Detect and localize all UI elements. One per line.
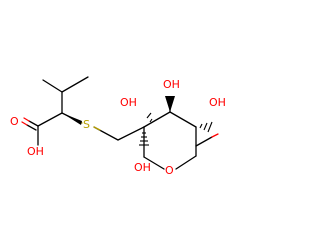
label-hydroxyl-c2: OH <box>120 96 137 109</box>
label-sulfur: S <box>83 118 90 131</box>
label-hydroxyl-acid: OH <box>27 145 44 158</box>
label-hydroxyl-c4: OH <box>209 96 226 109</box>
label-oxygen-carbonyl: O <box>10 115 19 128</box>
bond-c6-ring-o <box>175 155 197 170</box>
wedge-alpha-sulfur <box>62 113 82 125</box>
hash-c3-oh <box>146 112 153 123</box>
label-hydroxyl-c5: OH <box>134 161 151 174</box>
bond-carbonyl-b-o <box>21 121 28 126</box>
bond-methyl-right <box>61 76 89 93</box>
bond-c2-c3 <box>143 111 171 128</box>
wedge-c4-oh <box>165 96 175 112</box>
molecule-structure-diagram: O OH S OH OH OH OH O <box>10 76 226 177</box>
stereo-bonds <box>62 96 213 146</box>
bond-carbonyl-b <box>26 124 37 131</box>
bond-c5-oh <box>195 136 213 147</box>
bond-ring-o-c2 <box>143 156 165 170</box>
bond-alpha-carboxyl <box>37 112 63 127</box>
bond-ch2-c2 <box>117 126 145 141</box>
hash-c2-oh <box>139 132 149 146</box>
bond-carbonyl-a-o <box>23 117 30 122</box>
bond-carbonyl-a <box>28 120 39 127</box>
label-ring-oxygen: O <box>165 164 174 177</box>
bond-sulfur-ch2-s <box>93 126 101 131</box>
bond-methyl-left <box>42 79 63 93</box>
label-hydroxyl-c3: OH <box>163 78 180 91</box>
bond-c5-oh-o <box>211 133 219 138</box>
atom-labels: O OH S OH OH OH OH O <box>10 78 226 177</box>
bond-c3-c4 <box>169 111 197 128</box>
hash-c5-oh <box>199 121 213 133</box>
